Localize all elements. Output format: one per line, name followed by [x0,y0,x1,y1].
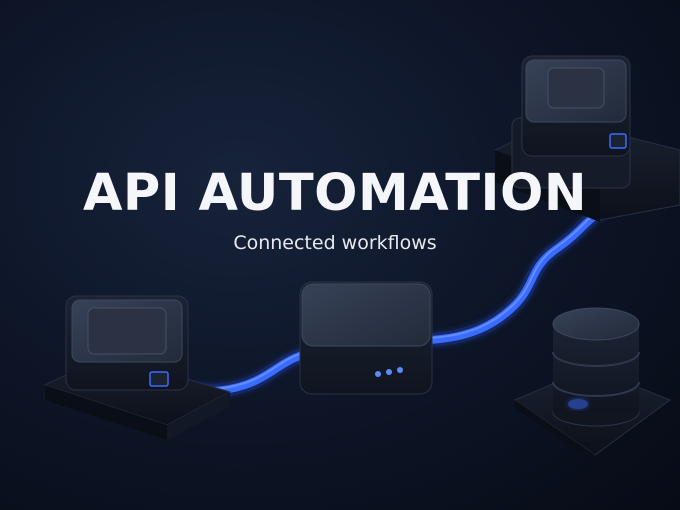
status-light-icon [386,369,392,375]
hub-block-icon [299,281,433,395]
database-icon [513,307,672,462]
status-light-icon [397,367,403,373]
server-block-icon [493,55,680,222]
server-block-icon [43,295,232,440]
hero-subtitle: Connected workflows [233,232,437,254]
status-light-icon [375,371,381,377]
hero-title: API AUTOMATION [82,164,588,223]
